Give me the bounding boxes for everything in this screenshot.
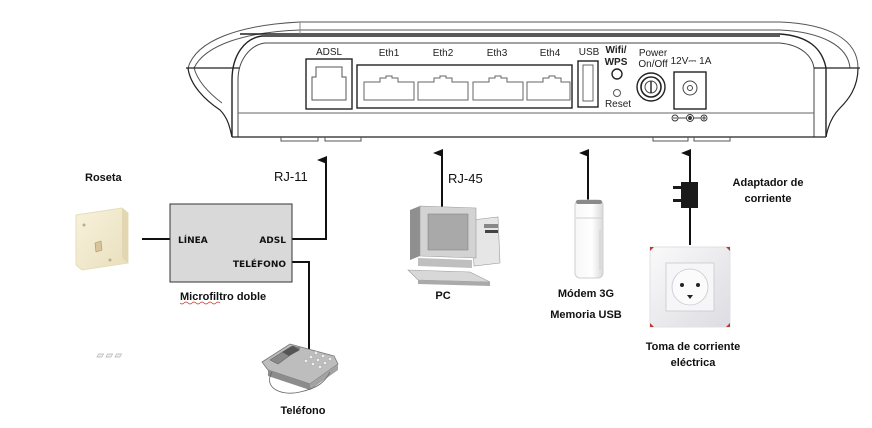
polarity-icon: [671, 114, 708, 122]
reset-label: Reset: [605, 99, 631, 110]
router-ethernet-ports: Eth1 Eth2 Eth3 Eth4: [356, 48, 573, 109]
rj11-label: RJ-11: [274, 169, 308, 184]
pc-computer: PC: [407, 205, 501, 302]
rj45-label: RJ-45: [448, 171, 483, 186]
telephone: Teléfono: [96, 343, 339, 417]
router-wifi-reset: Wifi/ WPS Reset: [605, 45, 632, 110]
adsl-port-label: ADSL: [316, 47, 343, 58]
filter-linea-label: LÍNEA: [178, 234, 208, 246]
filter-telefono-label: TELÉFONO: [233, 258, 287, 270]
pc-label: PC: [435, 290, 450, 302]
telefono-label: Teléfono: [280, 405, 325, 417]
eth3-port: [472, 75, 524, 101]
connection-lines: [142, 149, 691, 350]
memoria-usb-label: Memoria USB: [550, 309, 622, 321]
router-usb-port: USB: [577, 47, 600, 108]
power-adapter: Adaptador de corriente: [673, 177, 803, 208]
dc-rating-label: 12V⎓ 1A: [671, 56, 712, 67]
eth2-port: [417, 75, 469, 101]
line-adsl-rj11: [292, 156, 327, 240]
eth1-label: Eth1: [379, 48, 400, 59]
wps-button: [611, 68, 623, 80]
router-rear-panel: [186, 21, 860, 142]
wifi-label: Wifi/: [605, 45, 626, 56]
microfiltro-label: Microfiltro doble: [180, 291, 266, 303]
spellcheck-underline: [179, 301, 221, 305]
router-dc-jack: 12V⎓ 1A: [671, 56, 712, 122]
wall-socket: Toma de corriente eléctrica: [646, 246, 741, 369]
eth4-label: Eth4: [540, 48, 561, 59]
eth4-port: [526, 75, 571, 101]
router-adsl-port: ADSL: [305, 47, 353, 110]
modem-3g-usb: Módem 3G Memoria USB: [550, 199, 622, 321]
router-power-switch: Power On/Off: [636, 48, 668, 102]
usb-label: USB: [579, 47, 600, 58]
adaptador-label-2: corriente: [744, 193, 791, 205]
eth1-port: [363, 75, 415, 101]
microfiltro-doble: LÍNEA ADSL TELÉFONO Microfiltro doble: [169, 203, 293, 305]
reset-button: [613, 89, 621, 97]
eth2-label: Eth2: [433, 48, 454, 59]
power-label: Power: [639, 48, 668, 59]
adaptador-label-1: Adaptador de: [733, 177, 804, 189]
wps-label: WPS: [605, 57, 628, 68]
line-telefono-phone: [292, 261, 310, 350]
roseta-label: Roseta: [85, 172, 123, 184]
eth3-label: Eth3: [487, 48, 508, 59]
modem-3g-label: Módem 3G: [558, 288, 614, 300]
toma-label-2: eléctrica: [671, 357, 717, 369]
roseta-wall-jack: Roseta: [75, 172, 129, 271]
toma-label-1: Toma de corriente: [646, 341, 741, 353]
on-off-label: On/Off: [638, 59, 667, 70]
filter-adsl-label: ADSL: [259, 236, 286, 246]
